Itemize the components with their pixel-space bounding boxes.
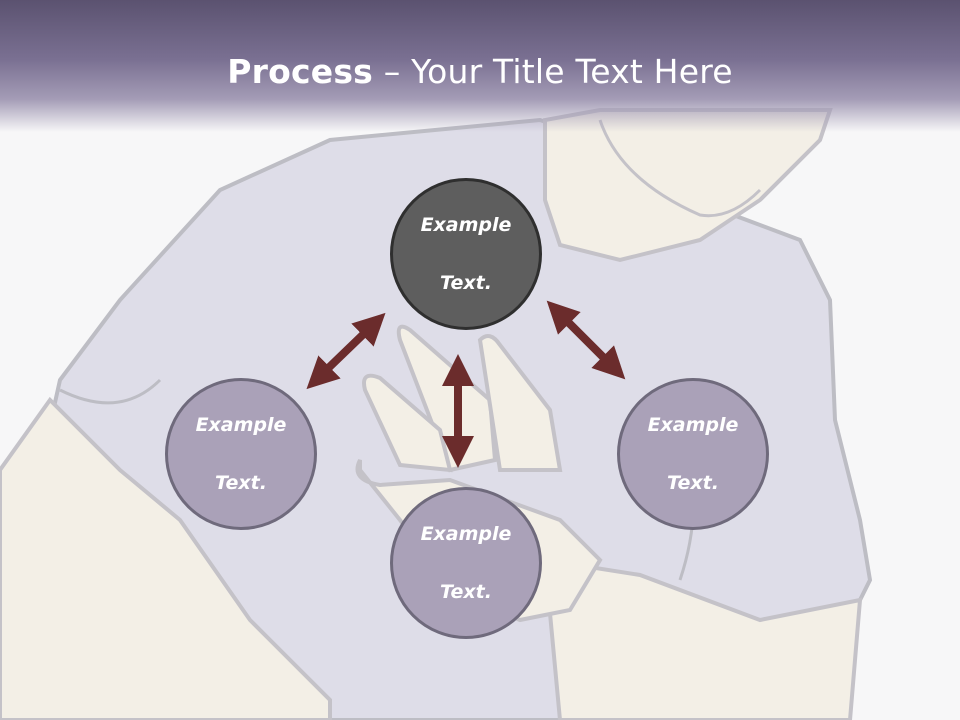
shirt-fold-1 (59, 378, 162, 405)
node-top-line2: Text. (440, 271, 492, 294)
title-band (0, 0, 960, 132)
arrow-top-left (306, 312, 386, 390)
node-right-line1: Example (647, 413, 739, 436)
node-bottom-line1: Example (420, 522, 512, 545)
node-left-line1: Example (195, 413, 287, 436)
node-bottom-line2: Text. (440, 580, 492, 603)
slide-title: Process – Your Title Text Here (0, 52, 960, 91)
title-rest: – Your Title Text Here (373, 52, 733, 91)
right-arm-shape (542, 557, 863, 720)
jaw-line (598, 119, 762, 218)
left-arm-shape (0, 396, 332, 720)
arrow-top-right (546, 300, 626, 380)
node-left-line2: Text. (215, 471, 267, 494)
node-right-line2: Text. (667, 471, 719, 494)
title-bold: Process (227, 52, 374, 91)
node-top-line1: Example (420, 213, 512, 236)
finger-3 (477, 334, 563, 472)
